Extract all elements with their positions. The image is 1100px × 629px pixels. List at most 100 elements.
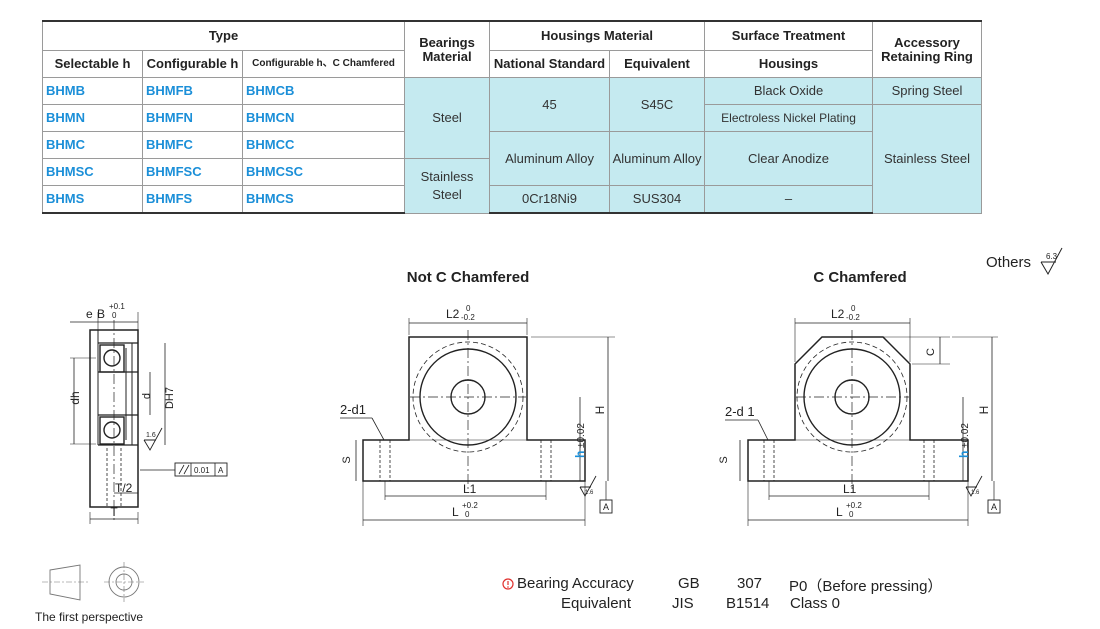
dim-2d1-chamfer: 2-d 1 bbox=[725, 404, 755, 419]
cell-black-oxide: Black Oxide bbox=[704, 77, 874, 105]
dim-L: L bbox=[452, 505, 459, 519]
code-selectable: BHMS bbox=[42, 185, 143, 214]
header-type: Type bbox=[41, 20, 406, 51]
svg-text:0: 0 bbox=[849, 510, 854, 519]
cell-stainless-steel: Stainless Steel bbox=[404, 158, 491, 214]
dim-d: d bbox=[141, 393, 153, 399]
code-selectable: BHMSC bbox=[42, 158, 143, 186]
code-chamfered: BHMCS bbox=[241, 185, 406, 214]
dim-h-chamfer: h bbox=[957, 451, 971, 458]
dim-e: e bbox=[86, 307, 93, 321]
front-view-chamfered: L2 0 -0.2 C 2-d 1 S H h ±0.02 1.6 A L1 bbox=[718, 304, 1001, 526]
dim-dh: dh bbox=[68, 391, 82, 404]
header-configurable: Configurable h bbox=[142, 50, 243, 78]
dim-S: S bbox=[341, 456, 353, 463]
dim-H-chamfer: H bbox=[977, 406, 991, 415]
table-row: BHMN BHMFN BHMCN Electroless Nickel Plat… bbox=[42, 104, 983, 214]
header-housings-material: Housings Material bbox=[489, 20, 706, 51]
cell-eq-sus304: SUS304 bbox=[609, 185, 706, 214]
code-configurable: BHMFC bbox=[142, 131, 243, 159]
gb-class: P0（Before pressing） bbox=[789, 578, 943, 595]
svg-text:A: A bbox=[991, 502, 997, 512]
svg-text:Others: Others bbox=[986, 254, 1031, 271]
svg-text:0: 0 bbox=[466, 304, 471, 313]
svg-text:1.6: 1.6 bbox=[146, 432, 156, 439]
dim-S-chamfer: S bbox=[718, 456, 730, 463]
dim-L1-chamfer: L1 bbox=[843, 482, 857, 496]
cell-ring-stainless: Stainless Steel bbox=[872, 104, 983, 214]
gb-number: 307 bbox=[737, 575, 763, 592]
svg-text:0.01: 0.01 bbox=[194, 466, 210, 475]
side-view: dh d DH7 e B +0.1 0 1.6 0.01 A T/2 T bbox=[68, 302, 228, 524]
dim-T: T bbox=[110, 505, 118, 519]
code-chamfered: BHMCB bbox=[241, 77, 406, 105]
svg-text:0: 0 bbox=[465, 510, 470, 519]
table-row: BHMS BHMFS BHMCS 0Cr18Ni9 SUS304 – bbox=[42, 185, 982, 214]
dim-L-chamfer: L bbox=[836, 505, 843, 519]
svg-text:1.6: 1.6 bbox=[585, 490, 594, 496]
svg-text:6.3: 6.3 bbox=[1046, 252, 1058, 261]
svg-text:+0.2: +0.2 bbox=[846, 501, 862, 510]
code-configurable: BHMFSC bbox=[142, 158, 243, 186]
table-row: BHMC BHMFC BHMCC Aluminum Alloy Aluminum… bbox=[42, 131, 982, 186]
cell-clear-anodize: Clear Anodize bbox=[704, 131, 874, 186]
title-chamfered: C Chamfered bbox=[813, 269, 906, 286]
header-accessory: Accessory Retaining Ring bbox=[872, 20, 983, 78]
dim-L2-chamfer: L2 bbox=[831, 307, 845, 321]
dim-L2: L2 bbox=[446, 307, 460, 321]
cell-spring-steel: Spring Steel bbox=[872, 77, 983, 105]
gb-standard: GB bbox=[678, 575, 700, 592]
svg-text:±0.02: ±0.02 bbox=[960, 423, 971, 448]
cell-aluminum-std: Aluminum Alloy bbox=[489, 131, 611, 186]
front-view-not-chamfered: L2 0 -0.2 2-d1 S H h ±0.02 1.6 A L1 L +0… bbox=[340, 304, 615, 526]
code-selectable: BHMC bbox=[42, 131, 143, 159]
jis-number: B1514 bbox=[726, 595, 770, 612]
code-chamfered: BHMCSC bbox=[241, 158, 406, 186]
dim-L1: L1 bbox=[463, 482, 477, 496]
header-surface-treatment: Surface Treatment bbox=[704, 20, 874, 51]
header-housings: Housings bbox=[704, 50, 874, 78]
svg-text:±0.02: ±0.02 bbox=[576, 423, 587, 448]
bearing-accuracy-label: Bearing Accuracy bbox=[517, 575, 634, 592]
spec-table: Type Bearings Material Housings Material… bbox=[41, 20, 983, 214]
dim-h: h bbox=[573, 451, 587, 458]
cell-eq-s45c: S45C bbox=[609, 77, 706, 132]
dim-dh7: DH7 bbox=[164, 387, 176, 409]
code-selectable: BHMN bbox=[42, 104, 143, 132]
cell-aluminum-eq: Aluminum Alloy bbox=[609, 131, 706, 186]
jis-standard: JIS bbox=[672, 595, 694, 612]
header-national-standard: National Standard bbox=[489, 50, 611, 78]
cell-dash: – bbox=[704, 185, 874, 214]
code-chamfered: BHMCC bbox=[241, 131, 406, 159]
jis-class: Class 0 bbox=[790, 595, 841, 612]
svg-text:-0.2: -0.2 bbox=[461, 313, 475, 322]
svg-text:A: A bbox=[218, 466, 224, 475]
svg-text:0: 0 bbox=[112, 311, 117, 320]
dim-t-half: T/2 bbox=[115, 481, 133, 495]
svg-text:0: 0 bbox=[851, 304, 856, 313]
header-selectable: Selectable h bbox=[42, 50, 143, 78]
first-perspective-label: The first perspective bbox=[35, 610, 144, 624]
dim-H: H bbox=[593, 406, 607, 415]
first-perspective-symbol bbox=[42, 562, 144, 602]
svg-text:+0.1: +0.1 bbox=[109, 302, 125, 311]
svg-text:-0.2: -0.2 bbox=[846, 313, 860, 322]
title-not-chamfered: Not C Chamfered bbox=[407, 269, 530, 286]
header-equivalent: Equivalent bbox=[609, 50, 706, 78]
table-row: BHMSC BHMFSC BHMCSC Stainless Steel bbox=[42, 158, 982, 214]
svg-text:A: A bbox=[603, 502, 609, 512]
dim-2d1: 2-d1 bbox=[340, 402, 366, 417]
others-roughness: Others 6.3 bbox=[986, 247, 1063, 276]
dim-B: B bbox=[97, 307, 105, 321]
warning-circle-icon bbox=[502, 578, 514, 590]
dim-C: C bbox=[925, 348, 937, 356]
svg-text:1.6: 1.6 bbox=[971, 490, 980, 496]
cell-electroless-nickel: Electroless Nickel Plating bbox=[704, 104, 874, 132]
svg-text:+0.2: +0.2 bbox=[462, 501, 478, 510]
code-chamfered: BHMCN bbox=[241, 104, 406, 132]
table-row: BHMB BHMFB BHMCB Steel 45 S45C Black Oxi… bbox=[42, 77, 983, 159]
equivalent-label: Equivalent bbox=[561, 595, 632, 612]
code-configurable: BHMFB bbox=[142, 77, 243, 105]
code-selectable: BHMB bbox=[42, 77, 143, 105]
